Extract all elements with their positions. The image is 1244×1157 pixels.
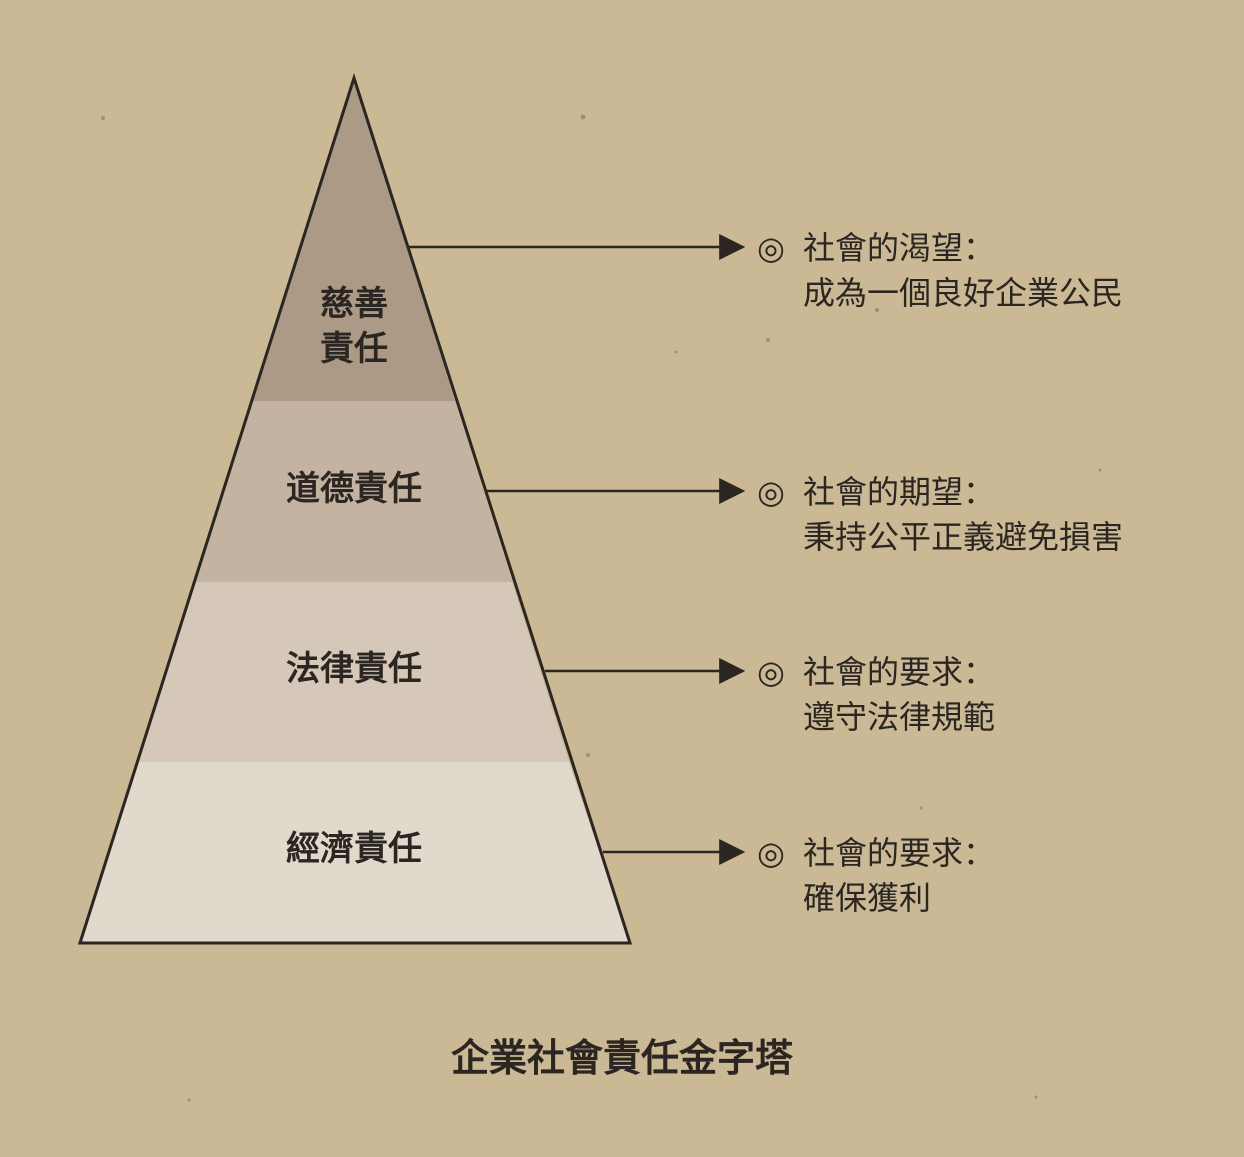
note-body: 確保獲利 bbox=[803, 879, 931, 917]
pyramid bbox=[77, 73, 633, 945]
paper-texture bbox=[101, 114, 1102, 1102]
note-ethical: ◎ 社會的期望： 秉持公平正義避免損害 bbox=[757, 473, 1123, 556]
tier-legal bbox=[139, 582, 569, 762]
note-heading: 社會的要求： bbox=[803, 653, 995, 691]
note-body: 秉持公平正義避免損害 bbox=[803, 518, 1123, 556]
note-heading: 社會的渴望： bbox=[803, 229, 995, 267]
note-philanthropic: ◎ 社會的渴望： 成為一個良好企業公民 bbox=[757, 229, 1123, 312]
note-heading: 社會的期望： bbox=[803, 473, 995, 511]
tier-label-ethical: 道德責任 bbox=[286, 469, 422, 509]
note-economic: ◎ 社會的要求： 確保獲利 bbox=[757, 834, 995, 917]
tier-labels: 慈善 責任 道德責任 法律責任 經濟責任 bbox=[286, 284, 422, 869]
pyramid-outline bbox=[77, 73, 633, 945]
diagram-caption: 企業社會責任金字塔 bbox=[451, 1036, 794, 1080]
note-legal: ◎ 社會的要求： 遵守法律規範 bbox=[757, 653, 995, 736]
notes: ◎ 社會的渴望： 成為一個良好企業公民 ◎ 社會的期望： 秉持公平正義避免損害 … bbox=[757, 229, 1123, 917]
tier-ethical bbox=[196, 401, 512, 582]
note-marker-icon: ◎ bbox=[757, 653, 785, 691]
tier-philanthropic bbox=[253, 78, 455, 401]
note-marker-icon: ◎ bbox=[757, 229, 785, 267]
note-body: 成為一個良好企業公民 bbox=[803, 274, 1123, 312]
tier-label-philanthropic-line-2: 責任 bbox=[320, 329, 388, 369]
note-marker-icon: ◎ bbox=[757, 473, 785, 511]
note-marker-icon: ◎ bbox=[757, 834, 785, 872]
connector-arrows bbox=[408, 234, 746, 865]
note-heading: 社會的要求： bbox=[803, 834, 995, 872]
note-body: 遵守法律規範 bbox=[803, 698, 995, 736]
tier-label-philanthropic-line-1: 慈善 bbox=[320, 284, 388, 324]
tier-economic bbox=[80, 762, 630, 943]
tier-label-legal: 法律責任 bbox=[286, 649, 422, 689]
tier-label-economic: 經濟責任 bbox=[286, 829, 422, 869]
